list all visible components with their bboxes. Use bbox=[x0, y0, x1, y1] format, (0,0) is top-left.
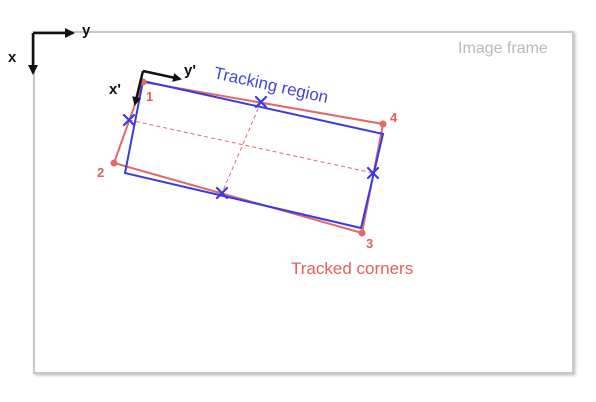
region-x-axis-arrow bbox=[132, 70, 145, 106]
corner-label-3: 3 bbox=[366, 236, 373, 251]
image-x-axis-label: x bbox=[8, 49, 17, 66]
centerline-vertical bbox=[221, 101, 262, 194]
midpoint-markers bbox=[122, 95, 380, 200]
midpoint-marker-top bbox=[254, 95, 268, 109]
corner-label-1: 1 bbox=[146, 89, 153, 104]
image-axes: y x bbox=[8, 22, 91, 75]
midpoint-marker-right bbox=[366, 166, 380, 180]
corner-label-4: 4 bbox=[390, 110, 398, 125]
corner-dot-2 bbox=[110, 159, 118, 167]
image-frame-label: Image frame bbox=[458, 40, 548, 57]
corner-dot-3 bbox=[358, 229, 366, 237]
region-y-axis-label: y' bbox=[184, 62, 196, 79]
region-axes: y' x' bbox=[109, 62, 196, 106]
midpoint-marker-left bbox=[122, 113, 136, 127]
image-y-axis-label: y bbox=[82, 22, 91, 39]
midpoint-marker-bottom bbox=[215, 186, 229, 200]
region-x-axis-label: x' bbox=[109, 81, 121, 98]
region-y-axis-arrow bbox=[142, 69, 182, 82]
corner-label-2: 2 bbox=[97, 165, 104, 180]
tracked-corners-label: Tracked corners bbox=[291, 259, 413, 278]
image-frame bbox=[33, 31, 574, 374]
tracking-region-rect bbox=[123, 79, 385, 230]
corner-dot-4 bbox=[379, 120, 387, 128]
region-centerlines bbox=[128, 101, 374, 194]
